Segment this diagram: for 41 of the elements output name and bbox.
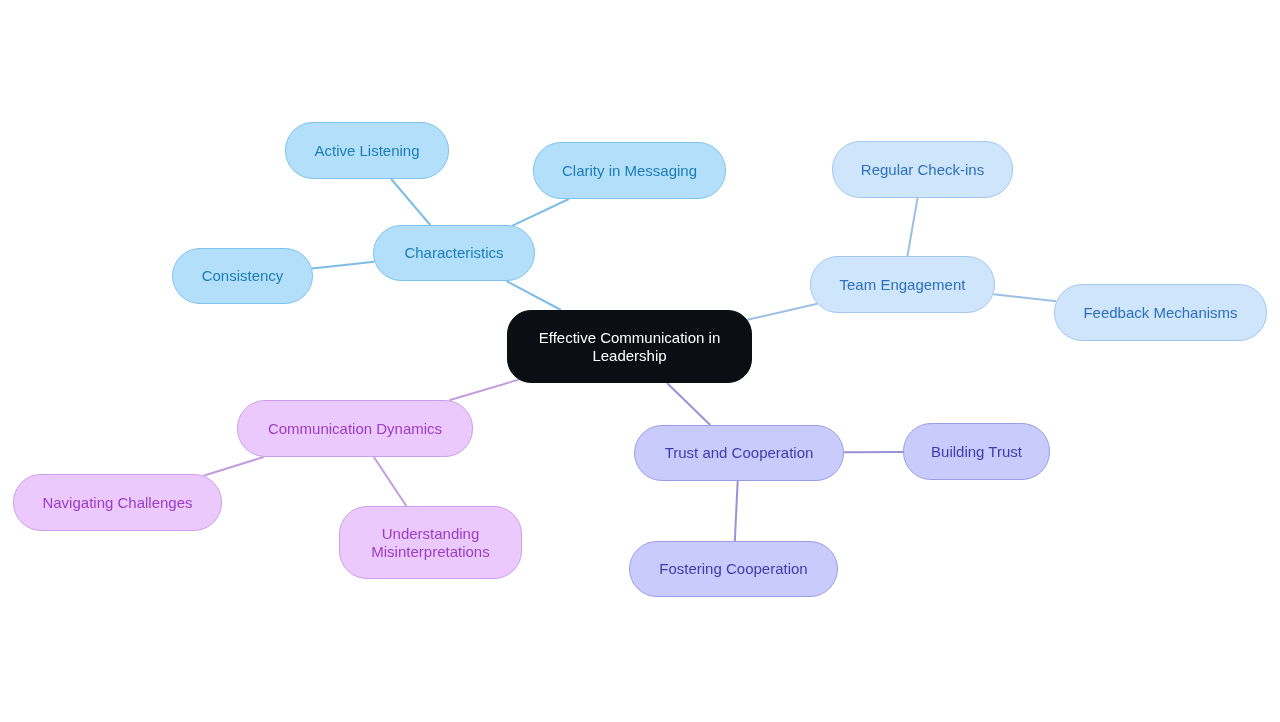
central-topic — [507, 310, 752, 383]
topic-pill — [237, 400, 473, 457]
topic-label: Building Trust — [930, 442, 1023, 461]
topic-label: Communication Dynamics — [266, 419, 444, 438]
topic-pill — [629, 541, 838, 597]
topic-label: Consistency — [200, 267, 285, 285]
connector-line — [746, 302, 819, 321]
topic-label: Feedback Mechanisms — [1082, 303, 1239, 322]
topic-pill — [810, 256, 995, 313]
topic-label: Understanding Misinterpretations — [370, 524, 491, 561]
topic-pill — [832, 141, 1013, 198]
connector-line — [202, 455, 265, 477]
topic-label: Regular Check-ins — [859, 160, 986, 179]
topic-label: Characteristics — [403, 244, 505, 262]
topic-label: Navigating Challenges — [41, 493, 194, 512]
topic-label: Effective Communication in Leadership — [537, 328, 722, 365]
connector-line — [372, 456, 408, 507]
connector-line — [390, 178, 432, 226]
topic-pill — [373, 225, 535, 281]
topic-pill — [339, 506, 522, 579]
topic-label: Fostering Cooperation — [658, 560, 809, 578]
connector-line — [448, 378, 520, 402]
topic-label: Team Engagement — [838, 275, 967, 294]
connector-line — [505, 280, 562, 311]
connector-line — [843, 450, 904, 454]
topic-pill — [533, 142, 726, 199]
topic-pill — [903, 423, 1050, 480]
connector-line — [511, 198, 570, 227]
topic-pill — [13, 474, 222, 531]
topic-label: Active Listening — [313, 141, 421, 160]
connector-line — [906, 197, 919, 257]
topic-label: Trust and Cooperation — [663, 444, 815, 462]
connector-line — [733, 480, 739, 542]
connector-line — [666, 382, 712, 426]
topic-pill — [634, 425, 844, 481]
connector-line — [992, 293, 1058, 303]
topic-label: Clarity in Messaging — [560, 161, 699, 180]
topic-pill — [1054, 284, 1267, 341]
connector-line — [310, 260, 376, 270]
topic-pill — [285, 122, 449, 179]
topic-pill — [172, 248, 313, 304]
